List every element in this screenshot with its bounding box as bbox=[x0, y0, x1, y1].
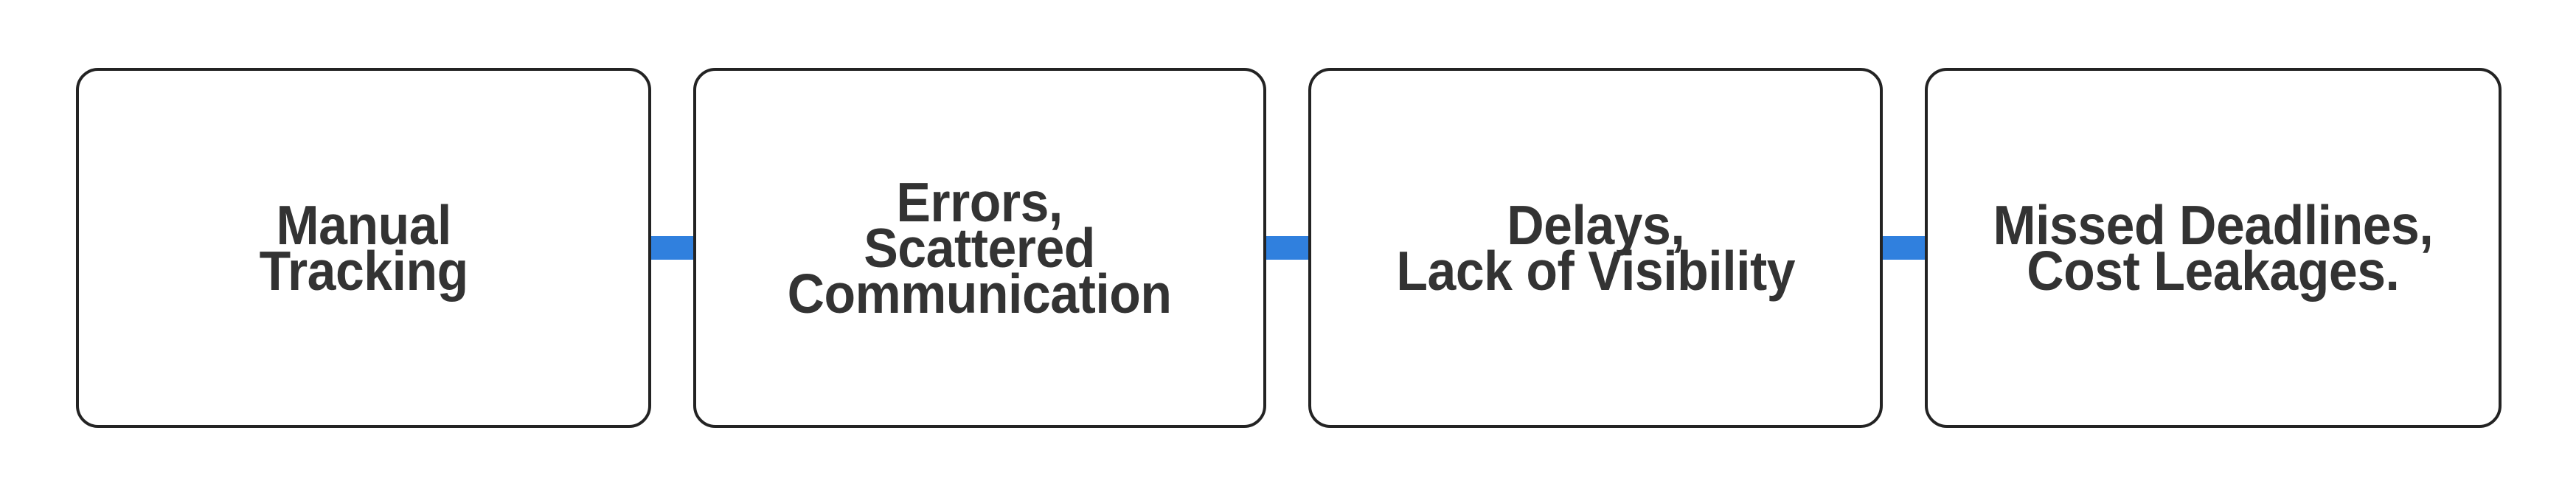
flow-node-delays-lack-of-visibility[interactable]: Delays, Lack of Visibility bbox=[1308, 68, 1883, 428]
flow-node-errors-scattered-communication[interactable]: Errors, Scattered Communication bbox=[693, 68, 1266, 428]
flow-connector-2 bbox=[1263, 236, 1311, 260]
flow-connector-1 bbox=[648, 236, 696, 260]
flow-node-label: Errors, Scattered Communication bbox=[788, 171, 1172, 325]
flow-node-label: Manual Tracking bbox=[259, 194, 468, 302]
flow-node-missed-deadlines-cost-leakages[interactable]: Missed Deadlines, Cost Leakages. bbox=[1925, 68, 2502, 428]
flow-node-label: Missed Deadlines, Cost Leakages. bbox=[1993, 194, 2434, 302]
flow-connector-3 bbox=[1880, 236, 1928, 260]
flow-node-label: Delays, Lack of Visibility bbox=[1396, 194, 1795, 302]
flow-node-manual-tracking[interactable]: Manual Tracking bbox=[76, 68, 651, 428]
